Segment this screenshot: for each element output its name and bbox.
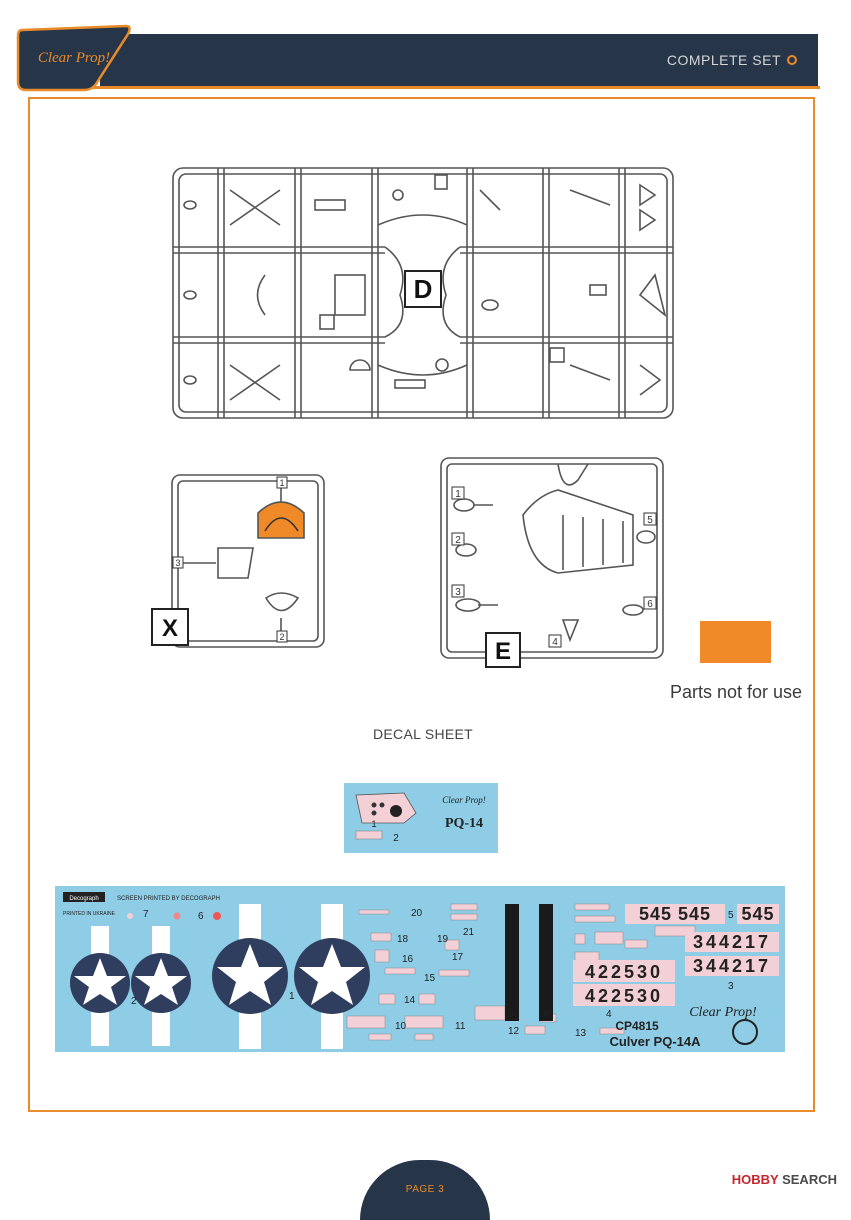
serial-strip-422530-a: 422530 — [585, 962, 663, 982]
small-decal-number-2: 2 — [393, 833, 399, 844]
sprue-x-part-3: 3 — [175, 558, 180, 568]
decal-number-11: 11 — [455, 1021, 466, 1032]
small-decal-number-1: 1 — [371, 819, 376, 829]
sprue-e-part-6: 6 — [647, 599, 653, 610]
decal-number-9: 9 — [508, 1009, 514, 1020]
serial-strip-344217-b: 344217 — [693, 956, 771, 976]
decal-number-19: 19 — [437, 934, 449, 945]
sprue-e-diagram: 1 2 3 4 5 6 E — [440, 457, 664, 668]
legend-swatch — [700, 621, 771, 663]
content-frame — [28, 97, 815, 1112]
sprue-e-part-1: 1 — [455, 489, 461, 500]
serial-strip-422530-b: 422530 — [585, 986, 663, 1006]
decal-number-21: 21 — [463, 927, 475, 938]
decal-number-13: 13 — [575, 1028, 587, 1039]
printer-logo: Decograph — [69, 896, 98, 902]
decal-number-3: 3 — [728, 981, 734, 992]
sprue-e-part-2: 2 — [455, 535, 461, 546]
watermark: HOBBY SEARCH — [732, 1172, 837, 1187]
printed-in-text: PRINTED IN UKRAINE — [63, 911, 116, 917]
printed-by-text: SCREEN PRINTED BY DECOGRAPH — [117, 896, 220, 902]
roundel-small-2 — [131, 926, 191, 1046]
sprue-x-label: X — [162, 615, 178, 642]
sprue-d-label: D — [414, 274, 433, 304]
decal-number-5: 5 — [728, 910, 734, 921]
decal-number-20: 20 — [411, 908, 423, 919]
sprue-d-diagram: D — [172, 167, 674, 419]
decal-number-15: 15 — [424, 973, 436, 984]
decal-number-16: 16 — [402, 954, 414, 965]
product-name: Culver PQ-14A — [609, 1034, 701, 1049]
propeller-icon — [732, 1019, 758, 1045]
decal-number-2: 2 — [131, 996, 137, 1007]
decal-sheet-title: DECAL SHEET — [373, 726, 474, 742]
decal-black-stripe-8 — [539, 904, 553, 1021]
watermark-brand-b: SEARCH — [782, 1172, 837, 1187]
decograph-logo-icon — [63, 892, 105, 902]
large-decal-brand: Clear Prop! — [689, 1005, 757, 1020]
decal-number-17: 17 — [452, 952, 464, 963]
decal-number-12: 12 — [508, 1026, 520, 1037]
small-decal-brand: Clear Prop! — [442, 795, 485, 805]
header-dot-icon — [787, 55, 797, 65]
decal-number-14: 14 — [404, 995, 416, 1006]
large-decal-sheet: Decograph SCREEN PRINTED BY DECOGRAPH PR… — [55, 886, 785, 1052]
sprue-e-part-3: 3 — [455, 587, 461, 598]
serial-strip-545-pair: 545 545 — [639, 904, 711, 924]
sprue-x-part-1: 1 — [279, 478, 284, 488]
decal-number-4: 4 — [606, 1009, 612, 1020]
sprue-x-part-2: 2 — [279, 632, 284, 642]
roundel-large-1 — [212, 904, 288, 1049]
sprue-x-diagram: 1 2 3 X — [151, 474, 325, 648]
decal-number-6: 6 — [198, 911, 204, 922]
serial-strip-344217-a: 344217 — [693, 932, 771, 952]
decal-number-7: 7 — [143, 909, 149, 920]
page-number: PAGE 3 — [405, 1184, 445, 1195]
brand-logo-text: Clear Prop! — [38, 50, 110, 66]
decal-number-8: 8 — [544, 1009, 550, 1020]
roundel-large-2 — [294, 904, 370, 1049]
sprue-e-part-4: 4 — [552, 637, 558, 648]
roundel-small-1 — [70, 926, 130, 1046]
decal-number-1: 1 — [289, 991, 295, 1002]
watermark-brand-a: HOBBY — [731, 1172, 779, 1187]
header-title: COMPLETE SET — [666, 52, 781, 68]
small-decal-model: PQ-14 — [445, 816, 483, 831]
sprue-e-part-5: 5 — [647, 515, 653, 526]
sprue-e-label: E — [495, 638, 511, 665]
brand-logo: Clear Prop! — [16, 24, 131, 92]
header-accent-line — [30, 86, 820, 89]
decal-number-10: 10 — [395, 1021, 407, 1032]
product-code: CP4815 — [615, 1019, 659, 1033]
header-bar — [100, 34, 818, 88]
small-decal-sheet: 1 2 Clear Prop! PQ-14 — [344, 783, 498, 853]
legend-label: Parts not for use — [670, 682, 803, 702]
decal-black-stripe-9 — [505, 904, 519, 1021]
serial-strip-545: 545 — [741, 904, 774, 924]
decal-number-18: 18 — [397, 934, 409, 945]
